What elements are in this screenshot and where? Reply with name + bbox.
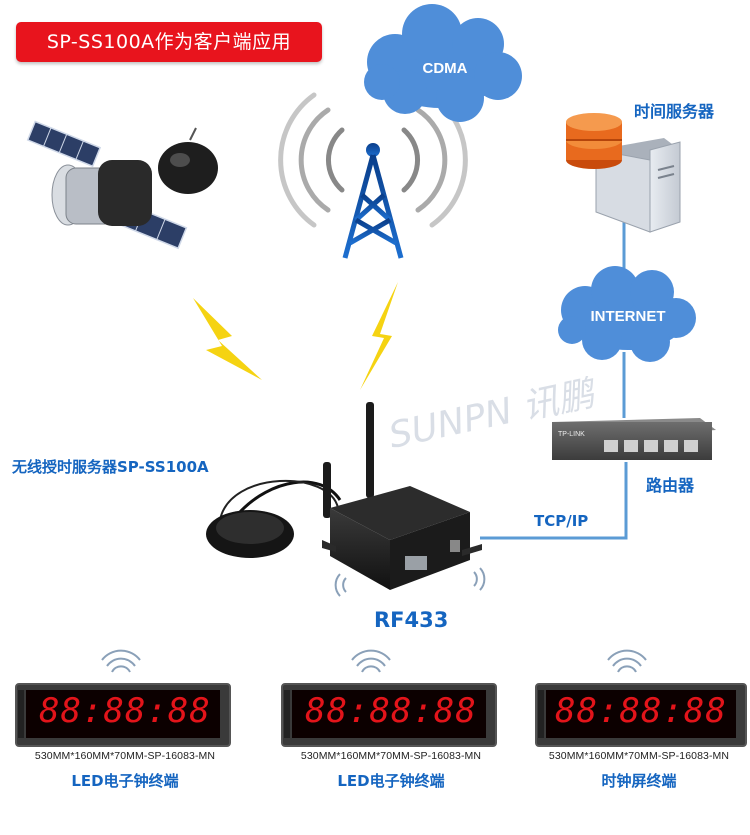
internet-cloud-label: INTERNET xyxy=(590,308,666,325)
rf433-label: RF433 xyxy=(374,608,449,632)
cdma-cloud-label: CDMA xyxy=(422,60,468,77)
led-clock-1 xyxy=(15,683,231,747)
gps-antenna-icon xyxy=(206,480,342,558)
wifi-icon-device-left xyxy=(334,573,347,597)
led-clock-3 xyxy=(535,683,747,747)
lightning-icon-left xyxy=(193,298,262,380)
router-label: 路由器 xyxy=(646,476,695,495)
clock-2-digits: 88:88:88 xyxy=(305,691,477,731)
clock-2-caption: 530MM*160MM*70MM-SP-16083-MN xyxy=(300,750,482,762)
wireless-server-label: 无线授时服务器SP-SS100A xyxy=(12,458,209,476)
time-server-icon xyxy=(566,113,681,233)
led-clock-2 xyxy=(281,683,497,747)
clock-2-title: LED电子钟终端 xyxy=(337,772,445,790)
cdma-cloud-icon xyxy=(364,4,522,122)
cell-tower-icon xyxy=(278,92,468,259)
router-icon: TP-LINK xyxy=(552,418,716,460)
clock-3-title: 时钟屏终端 xyxy=(601,772,677,790)
wireless-server-device-icon xyxy=(322,402,482,590)
clock-1-title: LED电子钟终端 xyxy=(71,772,179,790)
clock-3-digits: 88:88:88 xyxy=(555,691,727,731)
tcpip-label: TCP/IP xyxy=(534,512,589,530)
clock-3-caption: 530MM*160MM*70MM-SP-16083-MN xyxy=(548,750,730,762)
wifi-icon-device-right xyxy=(473,567,486,591)
wifi-icon-clock-1 xyxy=(101,649,141,673)
router-brand-text: TP-LINK xyxy=(558,431,585,438)
wifi-icon-clock-3 xyxy=(607,649,647,673)
internet-cloud-icon xyxy=(558,266,696,362)
page-title-banner: SP-SS100A作为客户端应用 xyxy=(16,22,322,62)
clock-1-digits: 88:88:88 xyxy=(39,691,211,731)
time-server-label: 时间服务器 xyxy=(634,102,715,121)
wifi-icon-clock-2 xyxy=(351,649,391,673)
satellite-icon xyxy=(26,120,218,250)
clock-1-caption: 530MM*160MM*70MM-SP-16083-MN xyxy=(34,750,216,762)
lightning-icon-right xyxy=(360,282,398,390)
